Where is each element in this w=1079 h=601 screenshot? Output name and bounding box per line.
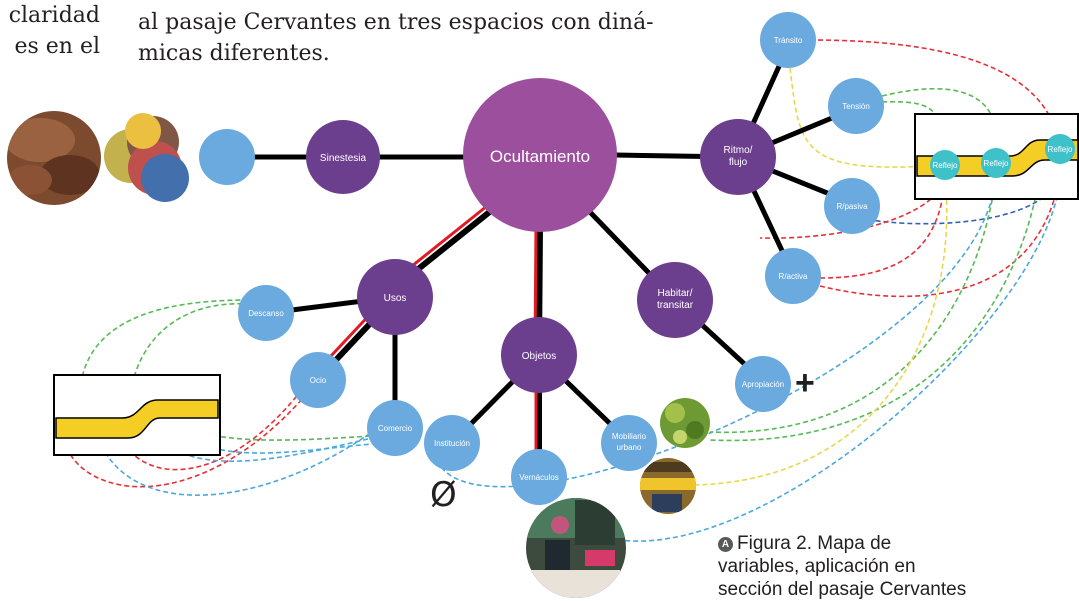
dash-comercio-blue-1: [97, 431, 373, 496]
node-reflejo-2: Reflejo: [981, 148, 1011, 178]
ritmo-flujo-label-1: Ritmo/: [724, 145, 753, 156]
habitar-label-1: Habitar/: [657, 288, 692, 299]
node-tension: Tensión: [828, 78, 884, 134]
synesthesia-imagery: [7, 111, 255, 205]
mobiliario-label-1: Mobiliario: [612, 432, 647, 441]
sinestesia-leaf-node: [199, 129, 255, 185]
passage-schematic-left: [53, 374, 221, 456]
vernaculos-label: Vernáculos: [519, 473, 559, 482]
body-text-top: al pasaje Cervantes en tres espacios con…: [138, 7, 654, 69]
ocio-label: Ocio: [310, 376, 327, 385]
node-reflejo-1: Reflejo: [930, 150, 960, 180]
photo-street-mural: [526, 498, 626, 598]
transito-label: Tránsito: [774, 36, 803, 45]
caption-line-1: Figura 2. Mapa de: [737, 533, 892, 554]
node-r-activa: R/activa: [765, 248, 821, 304]
caption-line-2: variables, aplicación en: [718, 556, 916, 577]
body-text-left-line-1: claridad: [8, 3, 100, 28]
ocultamiento-label: Ocultamiento: [490, 147, 590, 166]
reflejo-1-label: Reflejo: [933, 161, 958, 170]
dash-reflejo-blue-1: [436, 171, 997, 488]
dash-reflejo-green-1: [709, 175, 997, 433]
dash-ocio-red-2: [119, 391, 301, 471]
color-venn-icon: [104, 113, 189, 202]
dash-tension-green-2: [881, 88, 998, 151]
ritmo-flujo-label-2: flujo: [729, 157, 748, 168]
descanso-label: Descanso: [248, 309, 284, 318]
apropiacion-label: Apropiación: [742, 380, 784, 389]
node-ritmo-flujo: Ritmo/ flujo: [700, 119, 776, 195]
node-institucion: Institución: [424, 415, 480, 471]
mobiliario-label-2: urbano: [617, 443, 642, 452]
body-text-top-line-2: micas diferentes.: [138, 41, 330, 66]
habitar-label-2: transitar: [657, 300, 694, 311]
node-comercio: Comercio: [367, 400, 423, 456]
dash-descanso-green: [79, 299, 249, 393]
usos-label: Usos: [384, 293, 407, 304]
node-objetos: Objetos: [501, 317, 577, 393]
photo-vegetation: [660, 398, 710, 448]
dash-reflejo-yellow: [694, 175, 948, 486]
node-ocultamiento: Ocultamiento: [463, 78, 617, 232]
r-pasiva-label: R/pasiva: [836, 202, 868, 211]
plus-symbol: +: [795, 364, 815, 402]
node-descanso: Descanso: [238, 285, 294, 341]
dash-comercio-blue-2: [149, 429, 373, 462]
sinestesia-label: Sinestesia: [320, 153, 367, 164]
body-text-left-line-2: es en el: [14, 34, 100, 59]
dash-transito-yellow: [789, 67, 946, 168]
reflejo-2-label: Reflejo: [984, 159, 1009, 168]
node-ocio: Ocio: [290, 352, 346, 408]
node-transito: Tránsito: [760, 12, 816, 68]
dash-ractiva-red-1: [819, 177, 946, 279]
node-mobiliario-urbano: Mobiliario urbano: [601, 415, 657, 471]
node-sinestesia: Sinestesia: [306, 120, 380, 194]
caption-line-3: sección del pasaje Cervantes: [718, 579, 967, 600]
institucion-label: Institución: [434, 439, 470, 448]
reflejo-3-label: Reflejo: [1048, 145, 1073, 154]
dash-ractiva-red-2: [819, 173, 1061, 298]
node-vernaculos: Vernáculos: [511, 449, 567, 505]
node-reflejo-3: Reflejo: [1045, 134, 1075, 164]
dash-reflejo-green-2: [709, 173, 1041, 442]
photo-market: [640, 458, 696, 514]
objetos-label: Objetos: [522, 351, 556, 362]
empty-set-symbol: Ø: [430, 475, 457, 515]
node-usos: Usos: [357, 259, 433, 335]
figure-caption: A Figura 2. Mapa de variables, aplicación…: [718, 532, 1078, 601]
node-apropiacion: Apropiación: [735, 356, 791, 412]
comercio-label: Comercio: [378, 424, 413, 433]
tension-label: Tensión: [842, 102, 870, 111]
body-text-left: claridad es en el: [0, 0, 100, 62]
dashed-connections: [63, 39, 1061, 542]
node-r-pasiva: R/pasiva: [824, 178, 880, 234]
dash-ocio-red-1: [63, 389, 311, 488]
node-habitar-transitar: Habitar/ transitar: [637, 262, 713, 338]
body-text-top-line-1: al pasaje Cervantes en tres espacios con…: [138, 10, 654, 35]
caption-badge: A: [718, 537, 733, 552]
r-activa-label: R/activa: [779, 272, 808, 281]
